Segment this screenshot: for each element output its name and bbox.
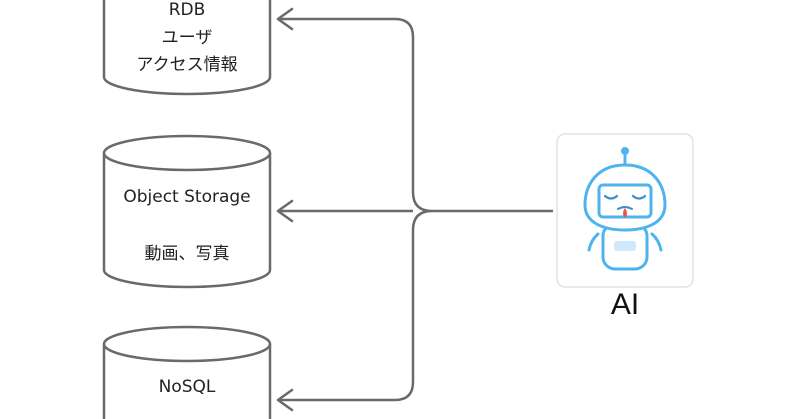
object-storage-label-media: 動画、写真 xyxy=(144,244,230,264)
rdb-label-title: RDB xyxy=(168,0,206,20)
sad-robot-icon xyxy=(583,147,667,271)
ai-label: AI xyxy=(610,288,640,321)
arrow-to-nosql xyxy=(276,388,294,412)
nosql-label-title: NoSQL xyxy=(158,377,216,397)
rdb-label-access: アクセス情報 xyxy=(136,55,238,75)
object-storage-label-title: Object Storage xyxy=(123,187,251,207)
nosql-cylinder xyxy=(102,325,272,419)
arrow-to-rdb xyxy=(276,7,294,31)
rdb-cylinder xyxy=(102,0,272,96)
connector-line xyxy=(278,17,553,402)
object-storage-cylinder xyxy=(102,134,272,289)
arrow-to-object-storage xyxy=(276,199,294,223)
rdb-label-users: ユーザ xyxy=(161,28,213,48)
